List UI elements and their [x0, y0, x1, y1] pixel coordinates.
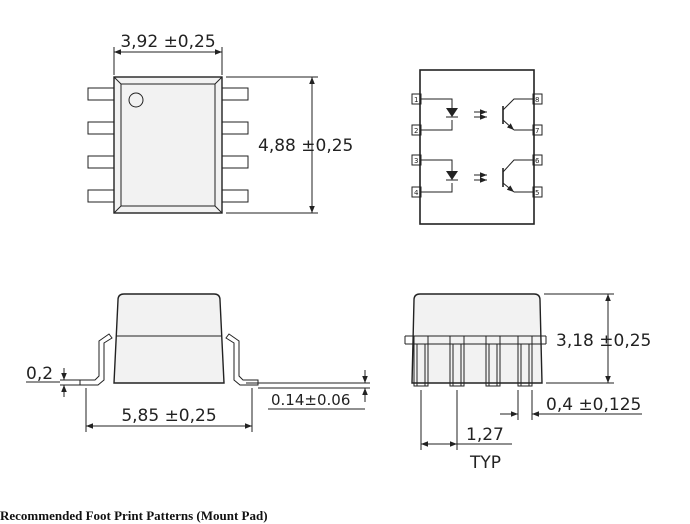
- top-length-label: 4,88 ±0,25: [258, 136, 353, 156]
- pitch-label: 1,27: [466, 425, 504, 445]
- top-view: 3,92 ±0,25 4,88 ±0,25: [87, 32, 353, 214]
- pin-8-label: 8: [535, 96, 539, 104]
- lead-thickness-dimension: 0,2: [26, 364, 80, 397]
- schematic: 1 2 3 4 5 6 7 8: [411, 69, 543, 225]
- end-view-leads: [413, 335, 533, 387]
- top-view-body: [113, 76, 223, 214]
- height-dimension: 3,18 ±0,25: [544, 293, 651, 384]
- standoff-label: 0.14±0.06: [271, 391, 350, 409]
- top-width-label: 3,92 ±0,25: [120, 32, 215, 52]
- pitch-note: TYP: [469, 453, 501, 473]
- side-view-lead-left: [79, 333, 113, 386]
- pin-7-label: 7: [535, 127, 539, 135]
- light-arrow-2: [474, 172, 487, 183]
- led-2-symbol: [421, 159, 458, 193]
- top-length-dimension: 4,88 ±0,25: [226, 76, 353, 214]
- top-view-leads-left: [87, 87, 115, 203]
- light-arrow-1: [474, 109, 487, 120]
- standoff-dimension: 0.14±0.06: [246, 370, 370, 410]
- pin-3-label: 3: [414, 157, 418, 165]
- top-width-dimension: 3,92 ±0,25: [113, 32, 223, 75]
- lead-thickness-label: 0,2: [26, 364, 53, 384]
- height-label: 3,18 ±0,25: [556, 331, 651, 351]
- side-view: 0,2 5,85 ±0,25 0.14±0.06: [26, 293, 370, 432]
- top-view-leads-right: [221, 87, 249, 203]
- lead-width-dimension: 0,4 ±0,125: [500, 390, 642, 420]
- side-view-lead-right: [225, 333, 259, 386]
- lead-width-label: 0,4 ±0,125: [546, 395, 641, 415]
- footprint-caption: Recommended Foot Print Patterns (Mount P…: [0, 508, 268, 523]
- schematic-outline: [419, 69, 535, 225]
- pin-5-label: 5: [535, 189, 539, 197]
- pin-6-label: 6: [535, 157, 540, 165]
- pin-1-label: 1: [414, 96, 418, 104]
- phototransistor-1-symbol: [502, 98, 533, 131]
- side-length-dimension: 5,85 ±0,25: [85, 388, 253, 432]
- end-view: 3,18 ±0,25 0,4 ±0,125 1,27 TYP: [404, 293, 651, 473]
- pin-4-label: 4: [414, 189, 419, 197]
- end-view-body: [411, 293, 543, 384]
- pitch-dimension: 1,27 TYP: [420, 390, 512, 473]
- phototransistor-2-symbol: [502, 159, 533, 193]
- led-1-symbol: [421, 98, 458, 131]
- side-length-label: 5,85 ±0,25: [121, 406, 216, 426]
- side-view-body: [113, 293, 225, 384]
- pin1-marker: [128, 92, 144, 108]
- pin-2-label: 2: [414, 127, 418, 135]
